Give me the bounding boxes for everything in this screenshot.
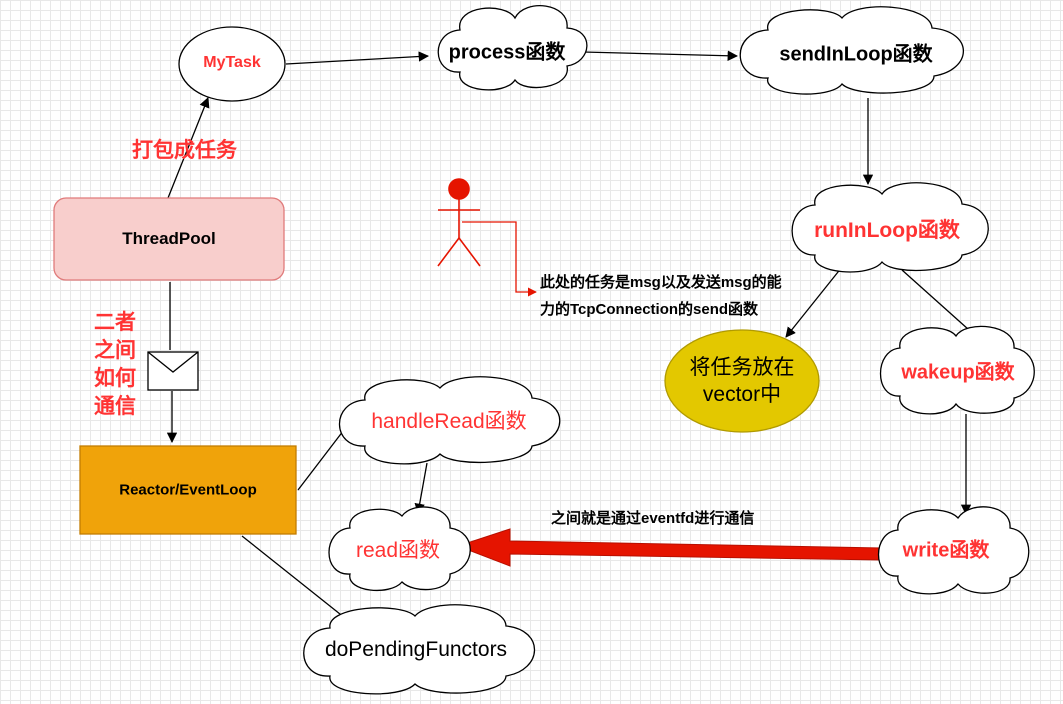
- arrow-process-to-sendinloop: [582, 50, 739, 61]
- label-communicate-line-3: 如何: [94, 367, 136, 390]
- label-pack-task: 打包成任务: [132, 139, 237, 162]
- arrow-runinloop-to-wakeup: [901, 269, 979, 339]
- node-vector-shape: [664, 329, 820, 433]
- node-runinloop-label: runInLoop函数: [814, 219, 960, 242]
- arrow-threadpool-to-mytask: [167, 97, 210, 199]
- envelope-icon: [147, 351, 199, 391]
- cloud-wakeup: [880, 325, 1035, 415]
- cloud-write: [877, 506, 1030, 595]
- label-eventfd-note: 之间就是通过eventfd进行通信: [551, 510, 755, 527]
- node-reactor-label: Reactor/EventLoop: [119, 481, 257, 499]
- node-write-label: write函数: [902, 539, 990, 562]
- node-vector-line-1: 将任务放在: [689, 356, 795, 379]
- node-reactor-shape: [79, 445, 297, 535]
- arrow-actor-to-note: [462, 221, 537, 297]
- node-vector-label: 将任务放在 vector中: [690, 354, 795, 408]
- cloud-dopending: [303, 604, 535, 695]
- cloud-read: [328, 506, 471, 592]
- label-actor-note-line-2: 力的TcpConnection的send函数: [540, 301, 759, 318]
- node-vector-line-2: vector中: [702, 383, 782, 406]
- big-arrow-write-to-read: [456, 528, 883, 567]
- label-actor-note: 此处的任务是msg以及发送msg的能 力的TcpConnection的send函…: [540, 269, 782, 323]
- node-wakeup-label: wakeup函数: [901, 361, 1015, 384]
- node-read-label: read函数: [355, 539, 441, 562]
- node-sendinloop-label: sendInLoop函数: [779, 43, 933, 66]
- node-dopending-label: doPendingFunctors: [324, 638, 508, 661]
- label-communicate: 二者 之间 如何 通信: [94, 309, 136, 421]
- cloud-sendinloop: [739, 6, 964, 95]
- arrow-reactor-to-dopending: [241, 535, 351, 623]
- label-communicate-line-4: 通信: [94, 395, 136, 418]
- cloud-handleread: [338, 376, 561, 465]
- node-mytask-label: MyTask: [203, 54, 261, 71]
- label-communicate-line-1: 二者: [94, 311, 136, 334]
- node-mytask-shape: [178, 26, 286, 102]
- node-threadpool-label: ThreadPool: [122, 229, 216, 248]
- label-actor-note-line-1: 此处的任务是msg以及发送msg的能: [540, 274, 782, 291]
- arrow-handleread-to-read: [414, 462, 428, 515]
- arrow-mytask-to-process: [285, 51, 430, 65]
- node-process-label: process函数: [448, 41, 566, 64]
- node-handleread-label: handleRead函数: [371, 410, 527, 433]
- arrow-runinloop-to-vector: [785, 261, 847, 338]
- cloud-process: [437, 5, 588, 91]
- label-communicate-line-2: 之间: [94, 339, 136, 362]
- actor-person-icon: [437, 178, 481, 267]
- cloud-runinloop: [791, 182, 989, 273]
- node-threadpool-shape: [53, 197, 285, 281]
